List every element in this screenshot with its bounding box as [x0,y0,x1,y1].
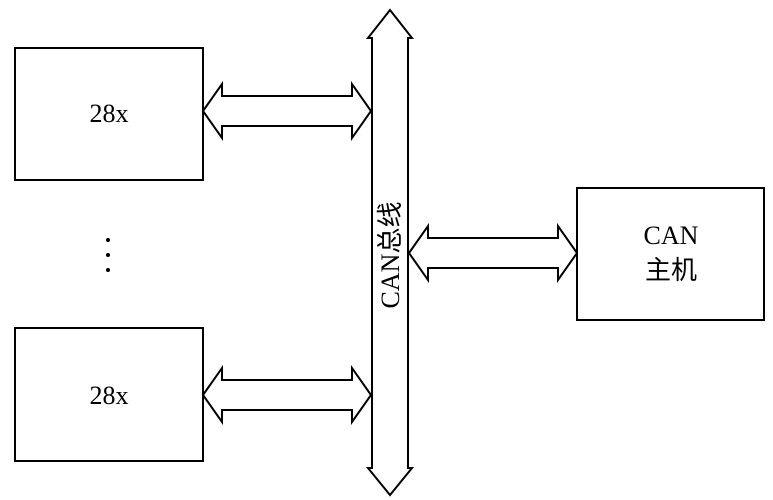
ellipsis-dot-3 [106,268,110,272]
arrow-bus-host [407,222,579,284]
node-box-bottom [14,327,204,462]
can-bus-label: CAN总线 [376,202,405,309]
can-host-box [576,187,765,321]
ellipsis-dot-2 [106,253,110,257]
ellipsis-dot-1 [106,238,110,242]
node-label-bottom: 28x [90,381,129,410]
node-label-top: 28x [90,99,129,128]
arrow-top-node-bus [201,80,373,142]
can-host-label-line2: 主机 [645,256,697,285]
can-host-label-line1: CAN [644,221,699,250]
node-box-top [14,47,204,181]
can-bus-arrow [365,8,415,497]
arrow-bottom-node-bus [201,364,373,426]
